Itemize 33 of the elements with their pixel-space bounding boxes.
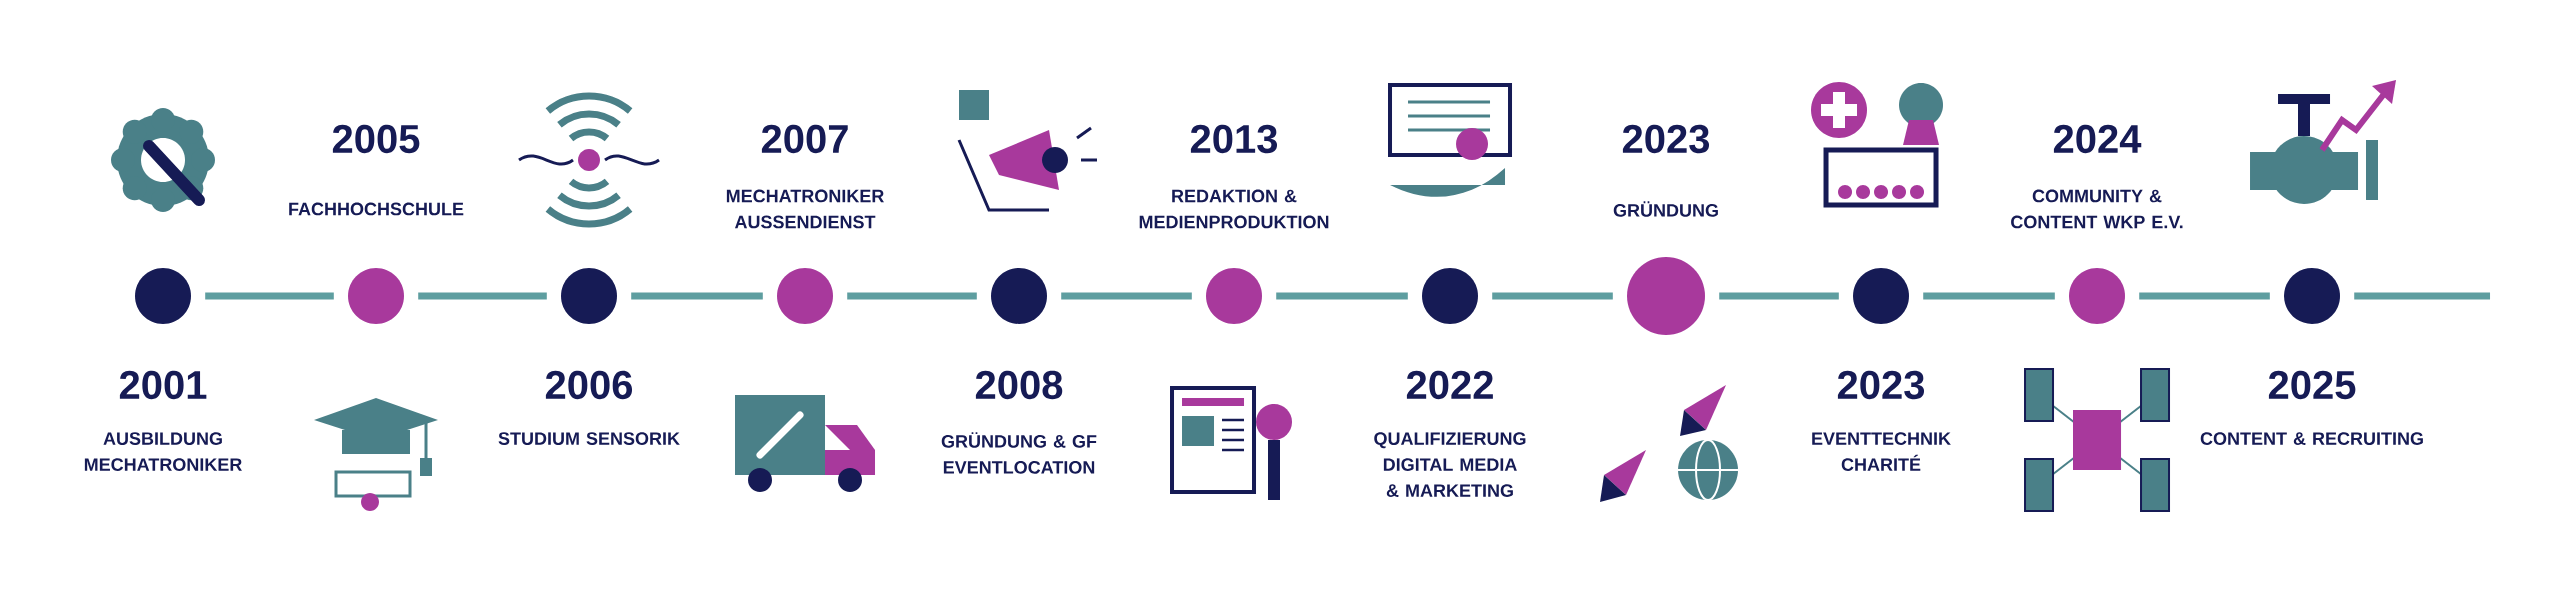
milestone-text: GRÜNDUNG & GF EVENTLOCATION — [941, 432, 1097, 474]
milestone-dot — [2069, 268, 2125, 324]
milestone-text: STUDIUM SENSORIK — [498, 432, 680, 445]
milestone-text: MECHATRONIKER AUSSENDIENST — [726, 189, 884, 229]
milestone-dot — [561, 268, 617, 324]
milestone-text: CONTENT & RECRUITING — [2200, 432, 2423, 445]
milestone-dot — [991, 268, 1047, 324]
milestone-text: GRÜNDUNG — [1613, 201, 1718, 217]
milestone-dot — [1627, 257, 1705, 335]
year-label: 2024 — [2053, 124, 2142, 154]
milestone-dot — [777, 268, 833, 324]
milestone-dot — [348, 268, 404, 324]
year-label: 2022 — [1406, 370, 1493, 400]
milestone-dot — [1422, 268, 1478, 324]
year-label: 2023 — [1837, 370, 1925, 400]
year-label: 2007 — [761, 124, 848, 154]
milestone-text: COMMUNITY & CONTENT WKP E.V. — [2011, 189, 2183, 229]
milestone-text: AUSBILDUNG MECHATRONIKER — [84, 432, 242, 471]
milestone-text: REDAKTION & MEDIENPRODUKTION — [1139, 189, 1329, 229]
year-label: 2005 — [332, 124, 420, 154]
milestone-dot — [135, 268, 191, 324]
year-label: 2023 — [1622, 124, 1710, 154]
milestone-dot — [2284, 268, 2341, 324]
year-label: 2006 — [545, 370, 633, 400]
year-label: 2008 — [975, 370, 1063, 400]
milestone-text: EVENTTECHNIK CHARITÉ — [1812, 432, 1951, 471]
milestone-dot — [1853, 268, 1909, 324]
milestone-dot — [1206, 268, 1262, 324]
year-label: 2025 — [2268, 370, 2356, 400]
year-label: 2013 — [1190, 124, 1278, 154]
milestone-text: QUALIFIZIERUNG DIGITAL MEDIA & MARKETING — [1374, 432, 1526, 497]
year-label: 2001 — [119, 370, 207, 400]
milestone-text: FACHHOCHSCHULE — [289, 202, 464, 216]
